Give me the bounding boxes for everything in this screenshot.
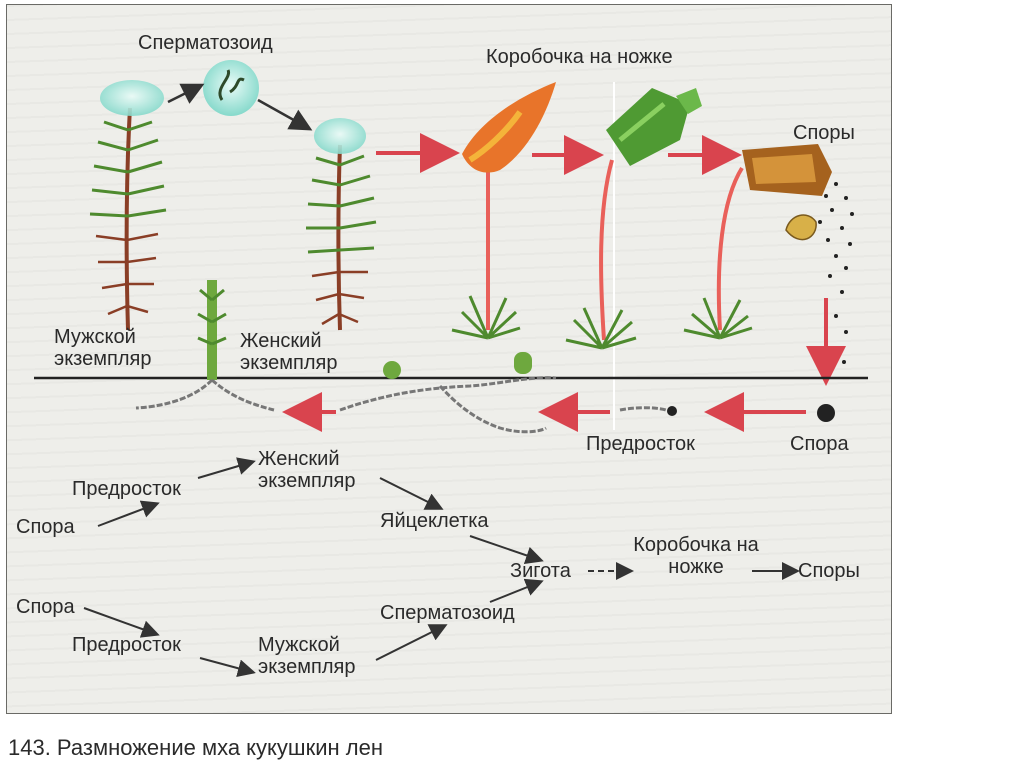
male-moss-plant xyxy=(89,80,167,331)
scheme-female-specimen: Женский экземпляр xyxy=(258,448,356,492)
figure-caption: 143. Размножение мха кукушкин лен xyxy=(8,735,383,760)
scheme-spore-bottom: Спора xyxy=(16,596,75,618)
scheme-spore-top: Спора xyxy=(16,516,75,538)
bud-right xyxy=(514,352,532,374)
falling-spores xyxy=(818,182,854,364)
bud-left xyxy=(383,361,401,379)
label-spores: Споры xyxy=(793,122,855,144)
scheme-zygote: Зигота xyxy=(510,560,571,582)
germinating-spore xyxy=(667,406,677,416)
arrow-sperm-to-female xyxy=(257,98,313,131)
label-capsule-on-stalk: Коробочка на ножке xyxy=(486,46,673,68)
scheme-egg-cell: Яйцеклетка xyxy=(380,510,489,532)
young-shoot-center xyxy=(197,280,227,380)
scheme-spores: Споры xyxy=(798,560,860,582)
scheme-spermatozoid: Сперматозоид xyxy=(380,602,515,624)
spore-dot xyxy=(817,404,835,422)
label-female-specimen: Женский экземпляр xyxy=(240,330,338,374)
label-spermatozoid: Сперматозоид xyxy=(138,32,273,54)
scheme-arrows xyxy=(83,457,800,678)
scheme-protonema-top: Предросток xyxy=(72,478,181,500)
protonema-threads xyxy=(135,376,667,434)
label-male-specimen: Мужской экземпляр xyxy=(54,326,152,370)
brown-capsule-sporophyte xyxy=(683,144,832,340)
spermatozoid-bubble xyxy=(203,60,259,116)
label-spore: Спора xyxy=(790,433,849,455)
female-moss-plant xyxy=(306,118,377,331)
label-protonema: Предросток xyxy=(586,433,695,455)
arrow-male-to-sperm xyxy=(167,83,205,104)
scheme-male-specimen: Мужской экземпляр xyxy=(258,634,356,678)
orange-capsule-sporophyte xyxy=(451,82,556,340)
figure-frame xyxy=(6,4,892,714)
green-capsule-sporophyte xyxy=(565,88,702,350)
scheme-protonema-bottom: Предросток xyxy=(72,634,181,656)
scheme-capsule-on-stalk: Коробочка на ножке xyxy=(633,534,759,578)
